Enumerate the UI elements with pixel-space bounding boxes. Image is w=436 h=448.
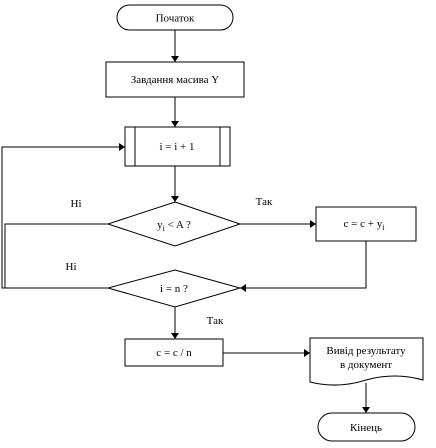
condition2-decision (106, 269, 242, 308)
arrowhead (171, 56, 179, 62)
arrowhead (362, 407, 370, 413)
increment-predefined-process (124, 126, 231, 167)
init-process (105, 61, 245, 98)
increment-label: i = i + 1 (159, 141, 194, 153)
condition1-label: yi < A ? (157, 219, 191, 233)
divide-process (124, 338, 224, 367)
arrowhead (304, 349, 310, 357)
condition2-label: i = n ? (160, 283, 188, 295)
condition1-decision (106, 201, 242, 247)
arrowhead (171, 196, 179, 202)
arrowhead (310, 220, 316, 228)
end-terminator (317, 412, 416, 442)
arrowhead (171, 121, 179, 127)
yes-label-condition2: Так (207, 315, 224, 327)
init-label: Завдання масива Y (131, 74, 220, 86)
output-label-line1: Вивід результату (326, 345, 406, 357)
divide-label: c = c / n (156, 347, 192, 359)
output-label-line2: в документ (340, 359, 392, 371)
no-label-condition1: Ні (71, 198, 82, 210)
start-terminator (116, 4, 234, 31)
arrowhead (240, 284, 246, 292)
arrowhead (171, 333, 179, 339)
connector-cond2-no-loop (1, 146, 125, 289)
connector-accumulate-cond2 (240, 241, 367, 289)
accumulate-process (315, 206, 417, 242)
accumulate-label: c = c + yi (344, 218, 386, 232)
output-document (309, 337, 424, 386)
no-label-condition2: Ні (66, 261, 77, 273)
end-label: Кінець (350, 422, 382, 434)
arrowhead (119, 143, 125, 151)
start-label: Початок (156, 13, 195, 25)
yes-label-condition1: Так (256, 196, 273, 208)
connector-cond1-no (4, 223, 108, 289)
